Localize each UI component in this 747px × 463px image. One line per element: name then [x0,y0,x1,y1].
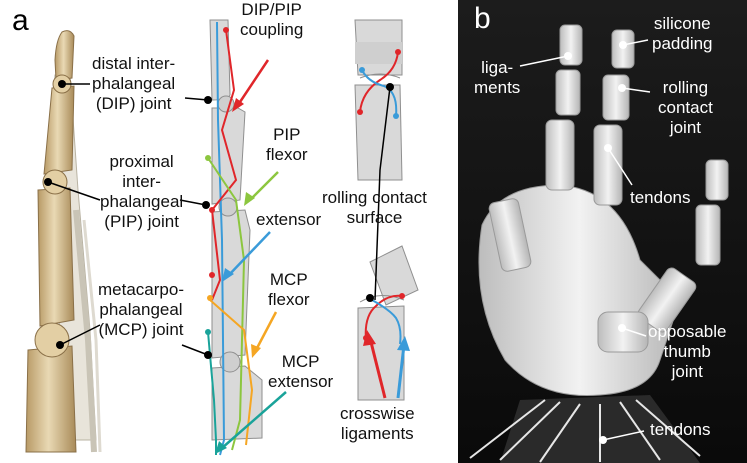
closeup-arrows [363,83,410,399]
label-dip-pip-coupling: DIP/PIP coupling [240,0,304,39]
rolling-joint-closeup-bent [357,245,419,401]
robot-hand-photo [458,0,747,463]
label-dip-joint: distal inter- phalangeal (DIP) joint [92,54,176,113]
anatomical-finger-illustration [25,30,102,453]
schematic-arrows [179,59,287,454]
label-tendons-lower: tendons [650,420,711,439]
label-tendons-upper: tendons [630,188,691,207]
panel-letter-a: a [12,4,29,37]
label-mcp-flexor: MCP flexor [268,270,310,309]
label-opposable-thumb-joint: opposable thumb joint [648,322,727,381]
label-mcp-extensor: MCP extensor [268,352,334,391]
label-mcp-joint: metacarpo- phalangeal (MCP) joint [98,280,184,339]
label-ligaments: liga- ments [474,58,521,97]
photo-leaders [519,39,651,444]
label-pip-flexor: PIP flexor [266,125,308,164]
rolling-joint-closeup-straight [354,19,403,181]
panel-letter-b: b [474,2,491,35]
label-pip-joint: proximal inter- phalangeal (PIP) joint [100,152,184,231]
label-silicone-padding: silicone padding [652,14,713,53]
anatomy-leaders [44,80,101,349]
label-crosswise-ligaments: crosswise ligaments [340,404,415,443]
label-extensor: extensor [256,210,322,229]
label-rolling-contact-surface: rolling contact surface [322,188,427,227]
label-rolling-contact-joint: rolling contact joint [658,78,713,137]
